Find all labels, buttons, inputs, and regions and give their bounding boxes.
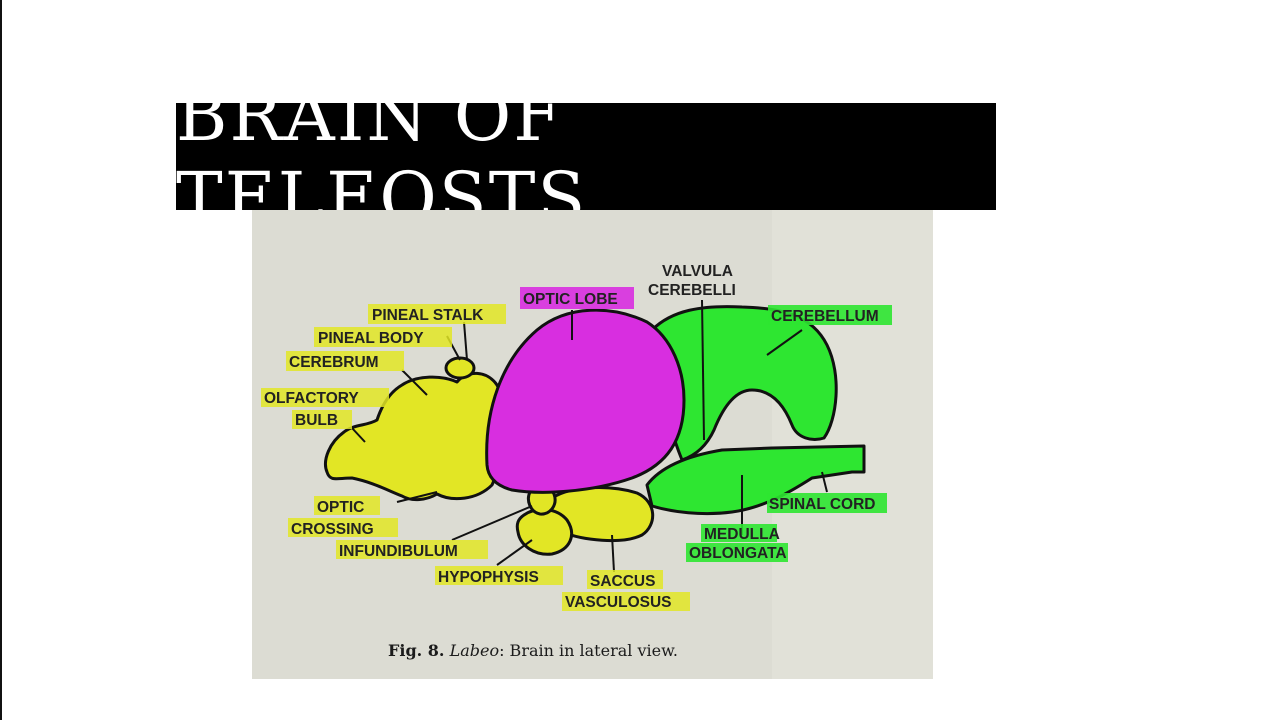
label-cerebellum: CEREBELLUM	[771, 308, 879, 325]
label-optic-lobe: OPTIC LOBE	[523, 291, 618, 308]
label-highlights	[261, 287, 892, 611]
label-spinal-cord: SPINAL CORD	[769, 496, 876, 513]
optic-lobe-shape	[485, 308, 686, 494]
page-title: BRAIN OF TELEOSTS	[176, 75, 996, 239]
brain-diagram	[324, 305, 866, 556]
label-valvula-line1: VALVULA	[662, 263, 733, 280]
pointer-lines	[351, 299, 828, 573]
diagram-labels: PINEAL STALK PINEAL BODY CEREBRUM OLFACT…	[264, 263, 879, 611]
caption-text: : Brain in lateral view.	[499, 641, 678, 660]
label-valvula-line2: CEREBELLI	[648, 282, 736, 299]
label-medulla-line2: OBLONGATA	[689, 545, 787, 562]
diagram-photo: PINEAL STALK PINEAL BODY CEREBRUM OLFACT…	[252, 210, 933, 679]
label-cerebrum: CEREBRUM	[289, 354, 379, 371]
hypophysis-shape	[515, 507, 573, 556]
caption-fig-number: Fig. 8.	[388, 641, 444, 660]
caption-genus: Labeo	[449, 641, 500, 660]
label-saccus-line2: VASCULOSUS	[565, 594, 672, 611]
label-infundibulum: INFUNDIBULUM	[339, 543, 458, 560]
figure-caption: Fig. 8. Labeo: Brain in lateral view.	[388, 641, 678, 660]
label-pineal-stalk: PINEAL STALK	[372, 307, 484, 324]
label-medulla-line1: MEDULLA	[704, 526, 780, 543]
pineal-body-shape	[444, 356, 476, 380]
label-optic-crossing-line2: CROSSING	[291, 521, 374, 538]
label-pineal-body: PINEAL BODY	[318, 330, 424, 347]
left-border	[0, 0, 2, 720]
label-saccus-line1: SACCUS	[590, 573, 655, 590]
label-olfactory-line1: OLFACTORY	[264, 390, 359, 407]
label-hypophysis: HYPOPHYSIS	[438, 569, 539, 586]
label-olfactory-line2: BULB	[295, 412, 338, 429]
cerebellum-shape	[650, 305, 838, 462]
label-optic-crossing-line1: OPTIC	[317, 499, 364, 516]
